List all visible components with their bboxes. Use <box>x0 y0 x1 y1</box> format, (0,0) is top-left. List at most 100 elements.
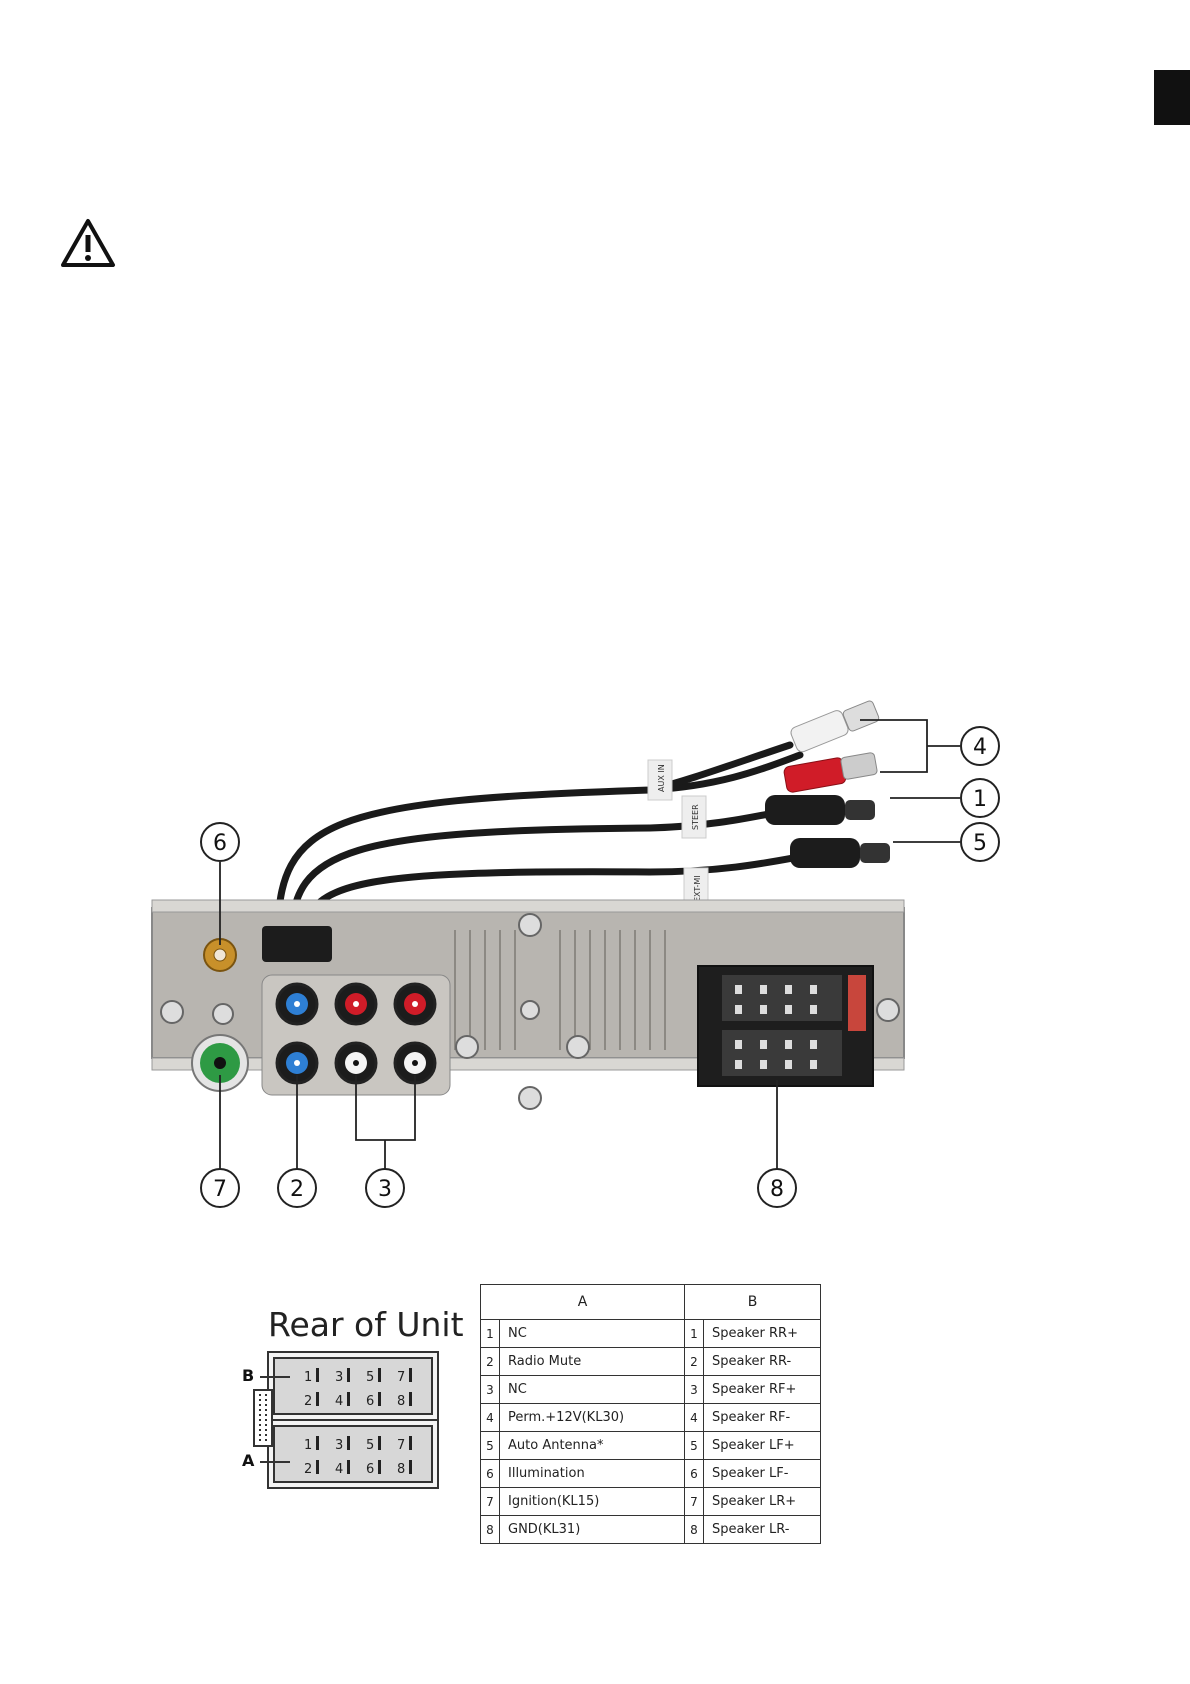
svg-text:6: 6 <box>366 1394 374 1409</box>
table-row: 1 NC 1 Speaker RR+ <box>480 1319 821 1348</box>
callout-3: 3 <box>365 1168 405 1208</box>
pin-a-number: 2 <box>480 1347 500 1376</box>
svg-text:2: 2 <box>304 1462 312 1477</box>
pin-a-label: Ignition(KL15) <box>499 1487 685 1516</box>
pin-a-number: 7 <box>480 1487 500 1516</box>
iso-connector <box>697 965 874 1087</box>
table-row: 5 Auto Antenna* 5 Speaker LF+ <box>480 1431 821 1460</box>
pin-a-number: 4 <box>480 1403 500 1432</box>
table-row: 3 NC 3 Speaker RF+ <box>480 1375 821 1404</box>
callout-2: 2 <box>277 1168 317 1208</box>
callout-5: 5 <box>960 822 1000 862</box>
svg-text:2: 2 <box>290 1177 304 1202</box>
svg-text:8: 8 <box>397 1462 405 1477</box>
rca-jacks <box>275 982 437 1085</box>
pin-a-number: 5 <box>480 1431 500 1460</box>
table-row: 2 Radio Mute 2 Speaker RR- <box>480 1347 821 1376</box>
svg-text:3: 3 <box>335 1370 343 1385</box>
pin-b-number: 1 <box>684 1319 704 1348</box>
pin-a-label: GND(KL31) <box>499 1515 685 1544</box>
svg-text:5: 5 <box>973 831 987 856</box>
pin-a-number: 6 <box>480 1459 500 1488</box>
header-a: A <box>480 1284 685 1320</box>
pin-b-number: 2 <box>684 1347 704 1376</box>
steering-jack-plug <box>765 795 875 825</box>
pin-a-number: 8 <box>480 1515 500 1544</box>
svg-text:3: 3 <box>378 1177 392 1202</box>
pin-b-label: Speaker RR- <box>703 1347 821 1376</box>
svg-text:4: 4 <box>335 1394 343 1409</box>
pin-b-label: Speaker LR+ <box>703 1487 821 1516</box>
rear-pin-numbers: 1 3 5 7 2 4 6 8 1 3 5 7 2 4 6 8 <box>304 1370 405 1477</box>
table-row: 6 Illumination 6 Speaker LF- <box>480 1459 821 1488</box>
pin-b-label: Speaker LF- <box>703 1459 821 1488</box>
header-b: B <box>684 1284 821 1320</box>
pin-a-label: Illumination <box>499 1459 685 1488</box>
pin-b-number: 3 <box>684 1375 704 1404</box>
pin-a-label: Perm.+12V(KL30) <box>499 1403 685 1432</box>
pin-a-label: NC <box>499 1319 685 1348</box>
heatsink-fins <box>454 930 666 1050</box>
svg-text:5: 5 <box>366 1370 374 1385</box>
steer-sleeve <box>681 795 707 839</box>
unit-top-rail <box>151 899 905 913</box>
svg-text:1: 1 <box>973 787 987 812</box>
svg-text:4: 4 <box>973 735 987 760</box>
pin-b-number: 4 <box>684 1403 704 1432</box>
pin-a-number: 1 <box>480 1319 500 1348</box>
pin-b-label: Speaker LR- <box>703 1515 821 1544</box>
pin-assignment-table: A B 1 NC 1 Speaker RR+ 2 Radio Mute 2 Sp… <box>480 1284 821 1544</box>
pin-a-label: NC <box>499 1375 685 1404</box>
block-b-label: B <box>242 1366 255 1385</box>
svg-text:7: 7 <box>397 1370 405 1385</box>
svg-text:6: 6 <box>213 831 227 856</box>
svg-text:7: 7 <box>213 1177 227 1202</box>
steer-label: STEER <box>691 804 700 830</box>
rca-red-plug <box>783 752 878 793</box>
callout-1: 1 <box>960 778 1000 818</box>
svg-text:2: 2 <box>304 1394 312 1409</box>
ext-mic-jack-plug <box>790 838 890 868</box>
pin-b-label: Speaker RF+ <box>703 1375 821 1404</box>
pin-b-label: Speaker RF- <box>703 1403 821 1432</box>
aux-in-label: AUX IN <box>657 764 666 792</box>
antenna-socket <box>203 938 237 972</box>
page-edge-tab <box>1154 70 1190 125</box>
pin-b-number: 7 <box>684 1487 704 1516</box>
pin-b-number: 6 <box>684 1459 704 1488</box>
callout-4: 4 <box>960 726 1000 766</box>
svg-text:8: 8 <box>770 1177 784 1202</box>
block-a-label: A <box>242 1451 255 1470</box>
pin-a-number: 3 <box>480 1375 500 1404</box>
rear-of-unit-title: Rear of Unit <box>268 1305 464 1344</box>
pin-a-label: Auto Antenna* <box>499 1431 685 1460</box>
pin-b-label: Speaker LF+ <box>703 1431 821 1460</box>
rca-white-plug <box>790 700 880 753</box>
cable-grommet <box>262 926 332 962</box>
pin-b-label: Speaker RR+ <box>703 1319 821 1348</box>
svg-text:6: 6 <box>366 1462 374 1477</box>
leader-lines <box>219 719 960 1170</box>
ext-mic-label: EXT-MI <box>693 875 702 902</box>
svg-text:8: 8 <box>397 1394 405 1409</box>
table-row: 4 Perm.+12V(KL30) 4 Speaker RF- <box>480 1403 821 1432</box>
warning-icon <box>61 219 115 267</box>
rear-of-unit-schematic <box>253 1351 439 1489</box>
callout-7: 7 <box>200 1168 240 1208</box>
pin-b-number: 5 <box>684 1431 704 1460</box>
svg-text:1: 1 <box>304 1370 312 1385</box>
pin-a-label: Radio Mute <box>499 1347 685 1376</box>
table-header-row: A B <box>480 1284 821 1320</box>
svg-text:3: 3 <box>335 1438 343 1453</box>
aux-in-sleeve <box>647 759 673 801</box>
callout-8: 8 <box>757 1168 797 1208</box>
svg-text:4: 4 <box>335 1462 343 1477</box>
table-row: 8 GND(KL31) 8 Speaker LR- <box>480 1515 821 1544</box>
rear-pin-marks <box>316 1368 412 1474</box>
svg-text:1: 1 <box>304 1438 312 1453</box>
svg-text:7: 7 <box>397 1438 405 1453</box>
table-row: 7 Ignition(KL15) 7 Speaker LR+ <box>480 1487 821 1516</box>
svg-text:5: 5 <box>366 1438 374 1453</box>
pin-b-number: 8 <box>684 1515 704 1544</box>
